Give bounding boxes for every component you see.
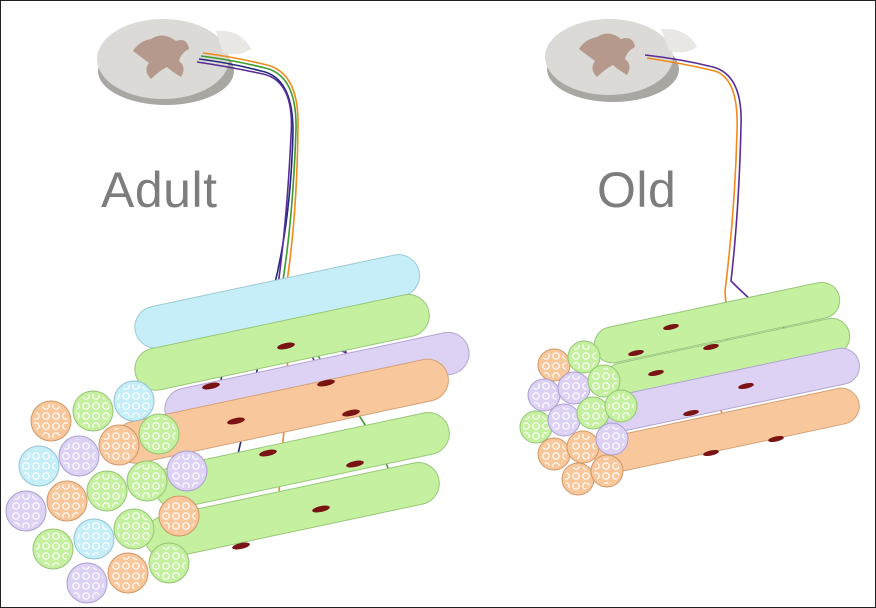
old-label: Old	[597, 162, 677, 218]
old-spinal-cord	[545, 19, 697, 102]
adult-label: Adult	[101, 162, 218, 218]
adult-muscle-fibers	[5, 254, 470, 604]
adult-spinal-cord	[97, 19, 251, 105]
old-muscle-fibers	[519, 281, 860, 496]
